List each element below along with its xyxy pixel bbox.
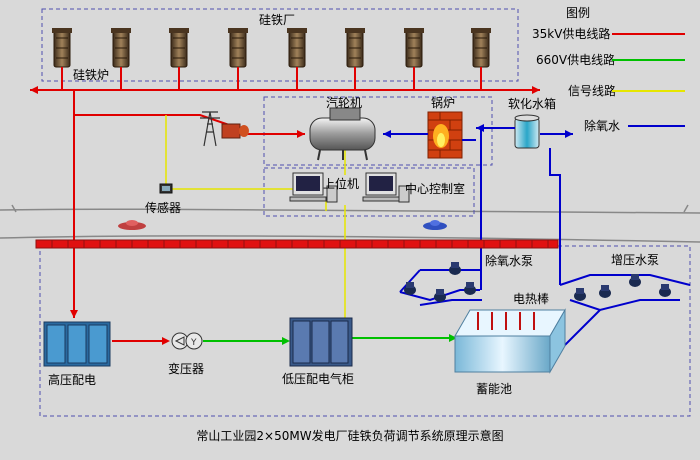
- turbine-icon: [309, 107, 376, 161]
- signal-lines: [165, 115, 346, 318]
- pump-icon: [404, 262, 476, 302]
- diagram-caption: 常山工业园2×50MW发电厂硅铁负荷调节系统原理示意图: [196, 428, 503, 443]
- power-box: [263, 96, 493, 166]
- boiler-label: 锅炉: [431, 95, 455, 110]
- upper-computer-label: 上位机: [323, 176, 359, 191]
- car-icon: [118, 220, 146, 230]
- heating-rod-label: 电热棒: [513, 292, 549, 306]
- storage-box: [39, 245, 691, 417]
- furnace-icon: [471, 28, 491, 68]
- deaerated-pump-label: 除氧水泵: [485, 253, 533, 268]
- pump-icon: [574, 274, 671, 301]
- power-35kv-lines: [30, 67, 540, 342]
- hv-distribution-label: 高压配电: [48, 372, 96, 387]
- turbine-label: 汽轮机: [326, 95, 362, 110]
- booster-pump-label: 增压水泵: [611, 253, 659, 267]
- boiler-icon: [427, 111, 463, 159]
- hv-cabinet-icon: [43, 321, 111, 367]
- storage-tank-label: 蓄能池: [476, 382, 512, 396]
- lv-cabinet-icon: [289, 317, 353, 367]
- plant-title: 硅铁厂: [259, 13, 295, 27]
- transformer-label: 变压器: [168, 361, 204, 376]
- furnace-icon: [52, 28, 72, 68]
- sensor-label: 传感器: [145, 200, 181, 215]
- legend-title: 图例: [566, 6, 590, 20]
- substation-icon: [221, 123, 249, 139]
- road-edge-bottom: [0, 235, 700, 243]
- furnace-icon: [228, 28, 248, 68]
- legend-label-signal: 信号线路: [568, 83, 616, 98]
- car-icon: [423, 220, 447, 230]
- plant-box: [41, 8, 519, 82]
- furnace-icon: [287, 28, 307, 68]
- lv-cabinet-label: 低压配电气柜: [282, 371, 354, 386]
- control-room-label: 中心控制室: [405, 181, 465, 196]
- furnaces: [52, 28, 491, 68]
- svg-text:Y: Y: [190, 338, 197, 348]
- furnace-icon: [345, 28, 365, 68]
- control-box: [263, 167, 475, 217]
- furnace-label: 硅铁炉: [73, 68, 109, 82]
- power-660v-lines: [203, 337, 452, 342]
- rail-bar: [35, 239, 559, 249]
- transmission-tower-icon: [200, 111, 220, 147]
- road-edge-top: [0, 208, 700, 214]
- softened-tank-icon: [514, 114, 540, 149]
- transformer-icon: Y: [171, 332, 203, 350]
- sensor-icon: [159, 183, 173, 194]
- softened-tank-label: 软化水箱: [508, 96, 556, 111]
- furnace-icon: [169, 28, 189, 68]
- legend: 35kV供电线路 660V供电线路 信号线路 除氧水: [532, 26, 685, 133]
- furnace-icon: [111, 28, 131, 68]
- furnace-icon: [404, 28, 424, 68]
- legend-label-deaerated: 除氧水: [584, 118, 620, 133]
- computer-icon: [362, 172, 410, 203]
- legend-label-660v: 660V供电线路: [536, 52, 615, 67]
- legend-label-35kv: 35kV供电线路: [532, 26, 610, 41]
- computer-icon: [289, 172, 338, 203]
- storage-tank-icon: [454, 308, 566, 374]
